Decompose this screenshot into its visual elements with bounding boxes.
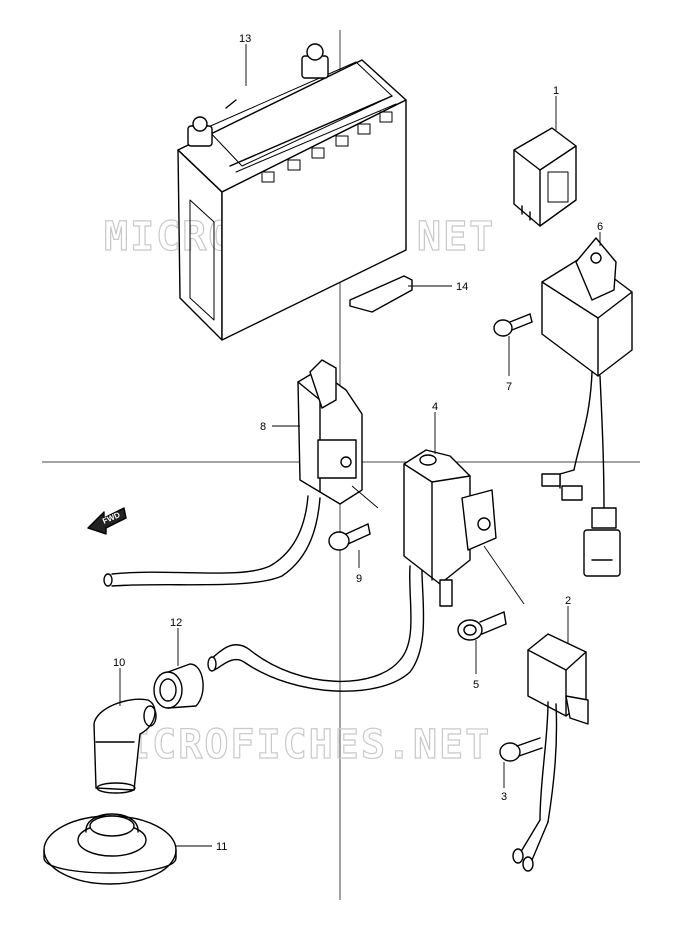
coil-bracket xyxy=(103,359,363,587)
callout-4: 4 xyxy=(432,401,438,413)
cap-seal xyxy=(153,663,204,709)
callout-8: 8 xyxy=(260,421,266,433)
assembly-line-9 xyxy=(351,485,379,509)
callout-6: 6 xyxy=(597,221,603,233)
bolt-5 xyxy=(457,611,507,641)
callout-14: 14 xyxy=(456,281,468,293)
fwd-arrow-icon xyxy=(87,507,127,535)
callout-9: 9 xyxy=(356,573,362,585)
callout-3: 3 xyxy=(501,791,507,803)
screw-9 xyxy=(328,523,371,551)
callout-5: 5 xyxy=(473,679,479,691)
relay xyxy=(513,127,577,227)
grommet xyxy=(43,813,177,885)
bolt-3 xyxy=(499,737,543,762)
ignition-coil xyxy=(207,449,497,692)
callout-7: 7 xyxy=(506,381,512,393)
callout-12: 12 xyxy=(170,617,182,629)
callout-2: 2 xyxy=(565,595,571,607)
screw-7 xyxy=(493,313,533,337)
battery xyxy=(177,43,407,341)
callout-10: 10 xyxy=(113,657,125,669)
assembly-line-5 xyxy=(483,545,525,605)
regulator xyxy=(512,633,589,872)
callout-13: 13 xyxy=(239,33,251,45)
spark-plug-cap xyxy=(93,698,157,794)
callout-11: 11 xyxy=(216,841,227,853)
battery-pad xyxy=(349,275,413,313)
watermark-bottom: MICROFICHES.NET xyxy=(100,722,491,768)
cdi-unit xyxy=(541,237,633,577)
callout-1: 1 xyxy=(553,85,559,97)
